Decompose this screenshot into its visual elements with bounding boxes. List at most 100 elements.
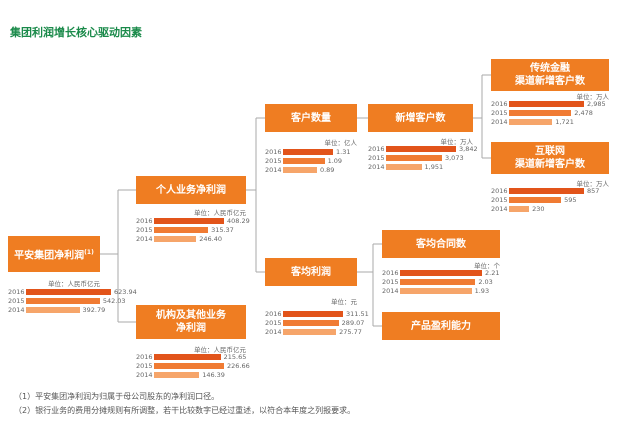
link-new-channels	[473, 74, 491, 159]
unit-label: 单位：人民币亿元	[48, 280, 100, 288]
unit-label: 单位：万人	[576, 180, 610, 188]
value-label: 1,721	[555, 118, 574, 126]
year-label: 2015	[136, 226, 153, 234]
bar-row-2015: 2015 595	[491, 196, 626, 204]
unit-label: 单位：元	[331, 298, 357, 306]
year-label: 2014	[265, 166, 282, 174]
year-label: 2016	[491, 187, 508, 195]
link-group-branches	[100, 189, 136, 323]
value-label: 595	[564, 196, 577, 204]
bar-2015	[509, 197, 562, 203]
value-label: 2,478	[574, 109, 593, 117]
value-label: 226.66	[227, 362, 250, 370]
link-profit-branches	[357, 243, 382, 327]
bar-2016	[283, 311, 343, 317]
bar-2014	[509, 119, 553, 125]
node-customer-count: 客户数量	[265, 104, 357, 132]
year-label: 2014	[136, 235, 153, 243]
value-label: 857	[587, 187, 600, 195]
bar-row-2014: 2014 146.39	[136, 371, 266, 379]
year-label: 2014	[382, 287, 399, 295]
value-label: 315.37	[211, 226, 234, 234]
bar-row-2014: 2014 230	[491, 205, 626, 213]
year-label: 2014	[136, 371, 153, 379]
year-label: 2016	[136, 217, 153, 225]
bar-row-2015: 2015 1.09	[265, 157, 375, 165]
bar-row-2016: 2016 215.65	[136, 353, 266, 361]
year-label: 2016	[136, 353, 153, 361]
value-label: 3,842	[459, 145, 478, 153]
value-label: 146.39	[202, 371, 225, 379]
value-label: 246.40	[199, 235, 222, 243]
year-label: 2015	[382, 278, 399, 286]
value-label: 1.31	[336, 148, 351, 156]
unit-label: 单位：人民币亿元	[194, 209, 246, 217]
bar-2014	[154, 372, 200, 378]
value-label: 1.09	[327, 157, 343, 165]
year-label: 2015	[491, 196, 508, 204]
node-profit-per-customer: 客均利润	[265, 258, 357, 286]
value-label: 230	[532, 205, 545, 213]
bar-2015	[26, 298, 100, 304]
bar-2014	[400, 288, 472, 294]
node-retail-net-profit: 个人业务净利润	[136, 176, 246, 204]
node-contracts-per-customer: 客均合同数	[382, 230, 500, 258]
year-label: 2014	[491, 205, 508, 213]
bar-row-2015: 2015 542.03	[8, 297, 153, 305]
value-label: 542.03	[102, 297, 126, 305]
value-label: 2.03	[478, 278, 493, 286]
page-title: 集团利润增长核心驱动因素	[10, 26, 142, 39]
bar-2016	[154, 354, 221, 360]
node-product-profitability: 产品盈利能力	[382, 312, 500, 340]
year-label: 2014	[491, 118, 508, 126]
bar-2014	[26, 307, 80, 313]
node-corporate-net-profit: 机构及其他业务 净利润	[136, 305, 246, 339]
value-label: 392.79	[82, 306, 106, 314]
bar-row-2016: 2016 1.31	[265, 148, 375, 156]
node-new-customers: 新增客户数	[368, 104, 473, 132]
bar-row-2015: 2015 315.37	[136, 226, 266, 234]
bar-2016	[400, 270, 482, 276]
year-label: 2014	[265, 328, 282, 336]
value-label: 408.29	[227, 217, 250, 225]
value-label: 215.65	[223, 353, 247, 361]
unit-label: 单位：万人	[440, 138, 474, 146]
bar-2014	[283, 329, 337, 335]
bar-2015	[386, 155, 442, 161]
year-label: 2015	[368, 154, 385, 162]
bar-2015	[283, 320, 339, 326]
year-label: 2016	[265, 148, 282, 156]
node-label: 平安集团净利润	[14, 250, 85, 262]
bar-row-2014: 2014 246.40	[136, 235, 266, 243]
bar-2014	[154, 236, 197, 242]
bar-2016	[154, 218, 224, 224]
bar-2015	[400, 279, 476, 285]
bar-2015	[154, 363, 224, 369]
value-label: 2.21	[485, 269, 500, 277]
bar-2016	[386, 146, 456, 152]
bar-row-2016: 2016 2.21	[382, 269, 524, 277]
value-label: 1.93	[474, 287, 490, 295]
year-label: 2015	[265, 157, 282, 165]
footnote-marker: (1)	[84, 248, 94, 256]
link-retail-branches	[246, 117, 265, 273]
year-label: 2014	[368, 163, 385, 171]
footnote-2: （2）银行业务的费用分摊规则有所调整，若干比较数字已经过重述，以符合本年度之列报…	[14, 406, 356, 415]
year-label: 2015	[265, 319, 282, 327]
value-label: 311.51	[346, 310, 369, 318]
year-label: 2016	[382, 269, 399, 277]
bar-2016	[509, 101, 584, 107]
bar-row-2014: 2014 1,721	[491, 118, 626, 126]
bar-2015	[283, 158, 325, 164]
bar-row-2016: 2016 408.29	[136, 217, 266, 225]
year-label: 2015	[8, 297, 25, 305]
